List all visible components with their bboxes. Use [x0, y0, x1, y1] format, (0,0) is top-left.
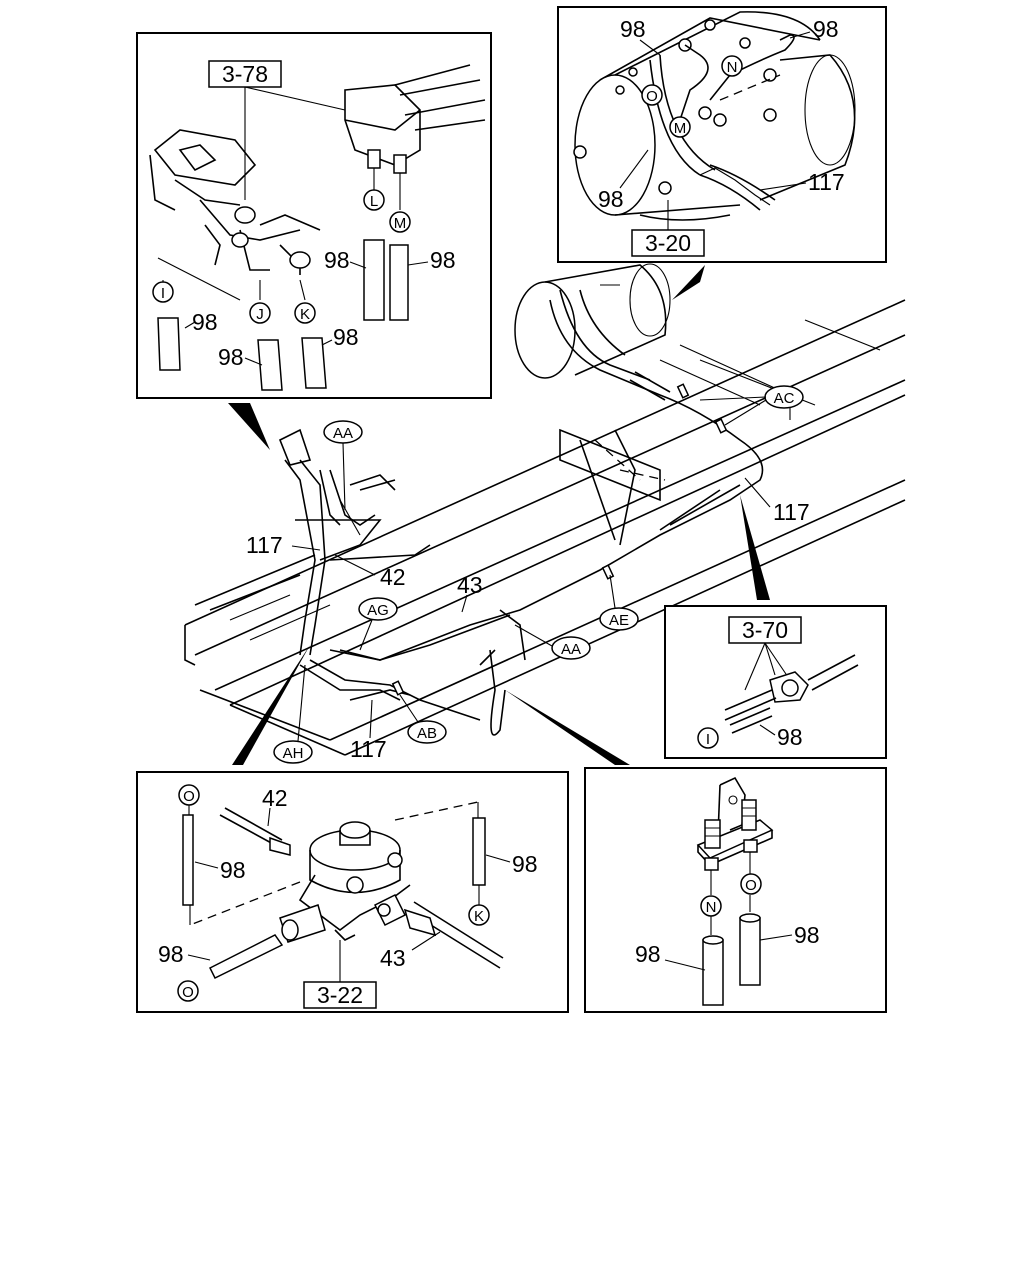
- callout-i: I: [161, 285, 165, 302]
- inset-top-right: 3-20 O N M 98 98 98 117: [557, 6, 887, 263]
- callout-ah: AH: [283, 745, 304, 762]
- inset-bottom-right: N O 98 98: [584, 767, 887, 1013]
- main-view-labels: AA AC AG AE AA AB AH 117 42 43 117: [246, 385, 810, 764]
- callout-aa: AA: [333, 425, 353, 442]
- part-label-98: 98: [430, 247, 456, 273]
- part-label-98: 98: [512, 851, 538, 877]
- part-label-117: 117: [246, 532, 283, 558]
- inset-mid-right: 3-70 I 98: [664, 605, 887, 759]
- part-label-98: 98: [777, 724, 803, 750]
- ref-label: 3-78: [222, 61, 268, 87]
- callout-n: N: [706, 899, 717, 916]
- callout-o: O: [182, 984, 194, 1001]
- callout-o: O: [183, 788, 195, 805]
- callout-ab: AB: [417, 725, 437, 742]
- callout-n: N: [727, 59, 738, 76]
- part-label-98: 98: [220, 857, 246, 883]
- inset-top-left: 3-78: [136, 32, 492, 399]
- callout-k: K: [474, 908, 484, 925]
- inset-bottom-left: 3-22 O K O 42 98 98 98 43: [136, 771, 569, 1013]
- part-label-98: 98: [218, 344, 244, 370]
- part-label-98: 98: [158, 941, 184, 967]
- ref-label: 3-20: [645, 230, 691, 256]
- callout-aa: AA: [561, 641, 581, 658]
- callout-j: J: [256, 306, 264, 323]
- part-label-98: 98: [598, 186, 624, 212]
- part-label-117: 117: [808, 169, 845, 195]
- part-label-43: 43: [457, 572, 483, 598]
- part-label-98: 98: [192, 309, 218, 335]
- ref-box-3-78: [208, 60, 282, 88]
- main-chassis-view: [184, 263, 906, 756]
- part-label-98: 98: [813, 16, 839, 42]
- part-label-98: 98: [635, 941, 661, 967]
- callout-m: M: [674, 120, 687, 137]
- part-label-42: 42: [262, 785, 288, 811]
- callout-i: I: [706, 731, 710, 748]
- part-label-98: 98: [794, 922, 820, 948]
- part-label-98: 98: [333, 324, 359, 350]
- part-label-98: 98: [324, 247, 350, 273]
- callout-ag: AG: [367, 602, 389, 619]
- callout-ae: AE: [609, 612, 629, 629]
- part-label-98: 98: [620, 16, 646, 42]
- part-label-42: 42: [380, 564, 406, 590]
- part-label-117: 117: [773, 499, 810, 525]
- ref-label: 3-22: [317, 982, 363, 1008]
- callout-o: O: [646, 88, 658, 105]
- callout-m: M: [394, 215, 407, 232]
- callout-k: K: [300, 306, 310, 323]
- ref-label: 3-70: [742, 617, 788, 643]
- part-label-117: 117: [350, 736, 387, 762]
- part-label-43: 43: [380, 945, 406, 971]
- callout-ac: AC: [774, 390, 795, 407]
- detail-pointers: [228, 265, 770, 765]
- callout-l: L: [370, 193, 378, 210]
- callout-o: O: [745, 877, 757, 894]
